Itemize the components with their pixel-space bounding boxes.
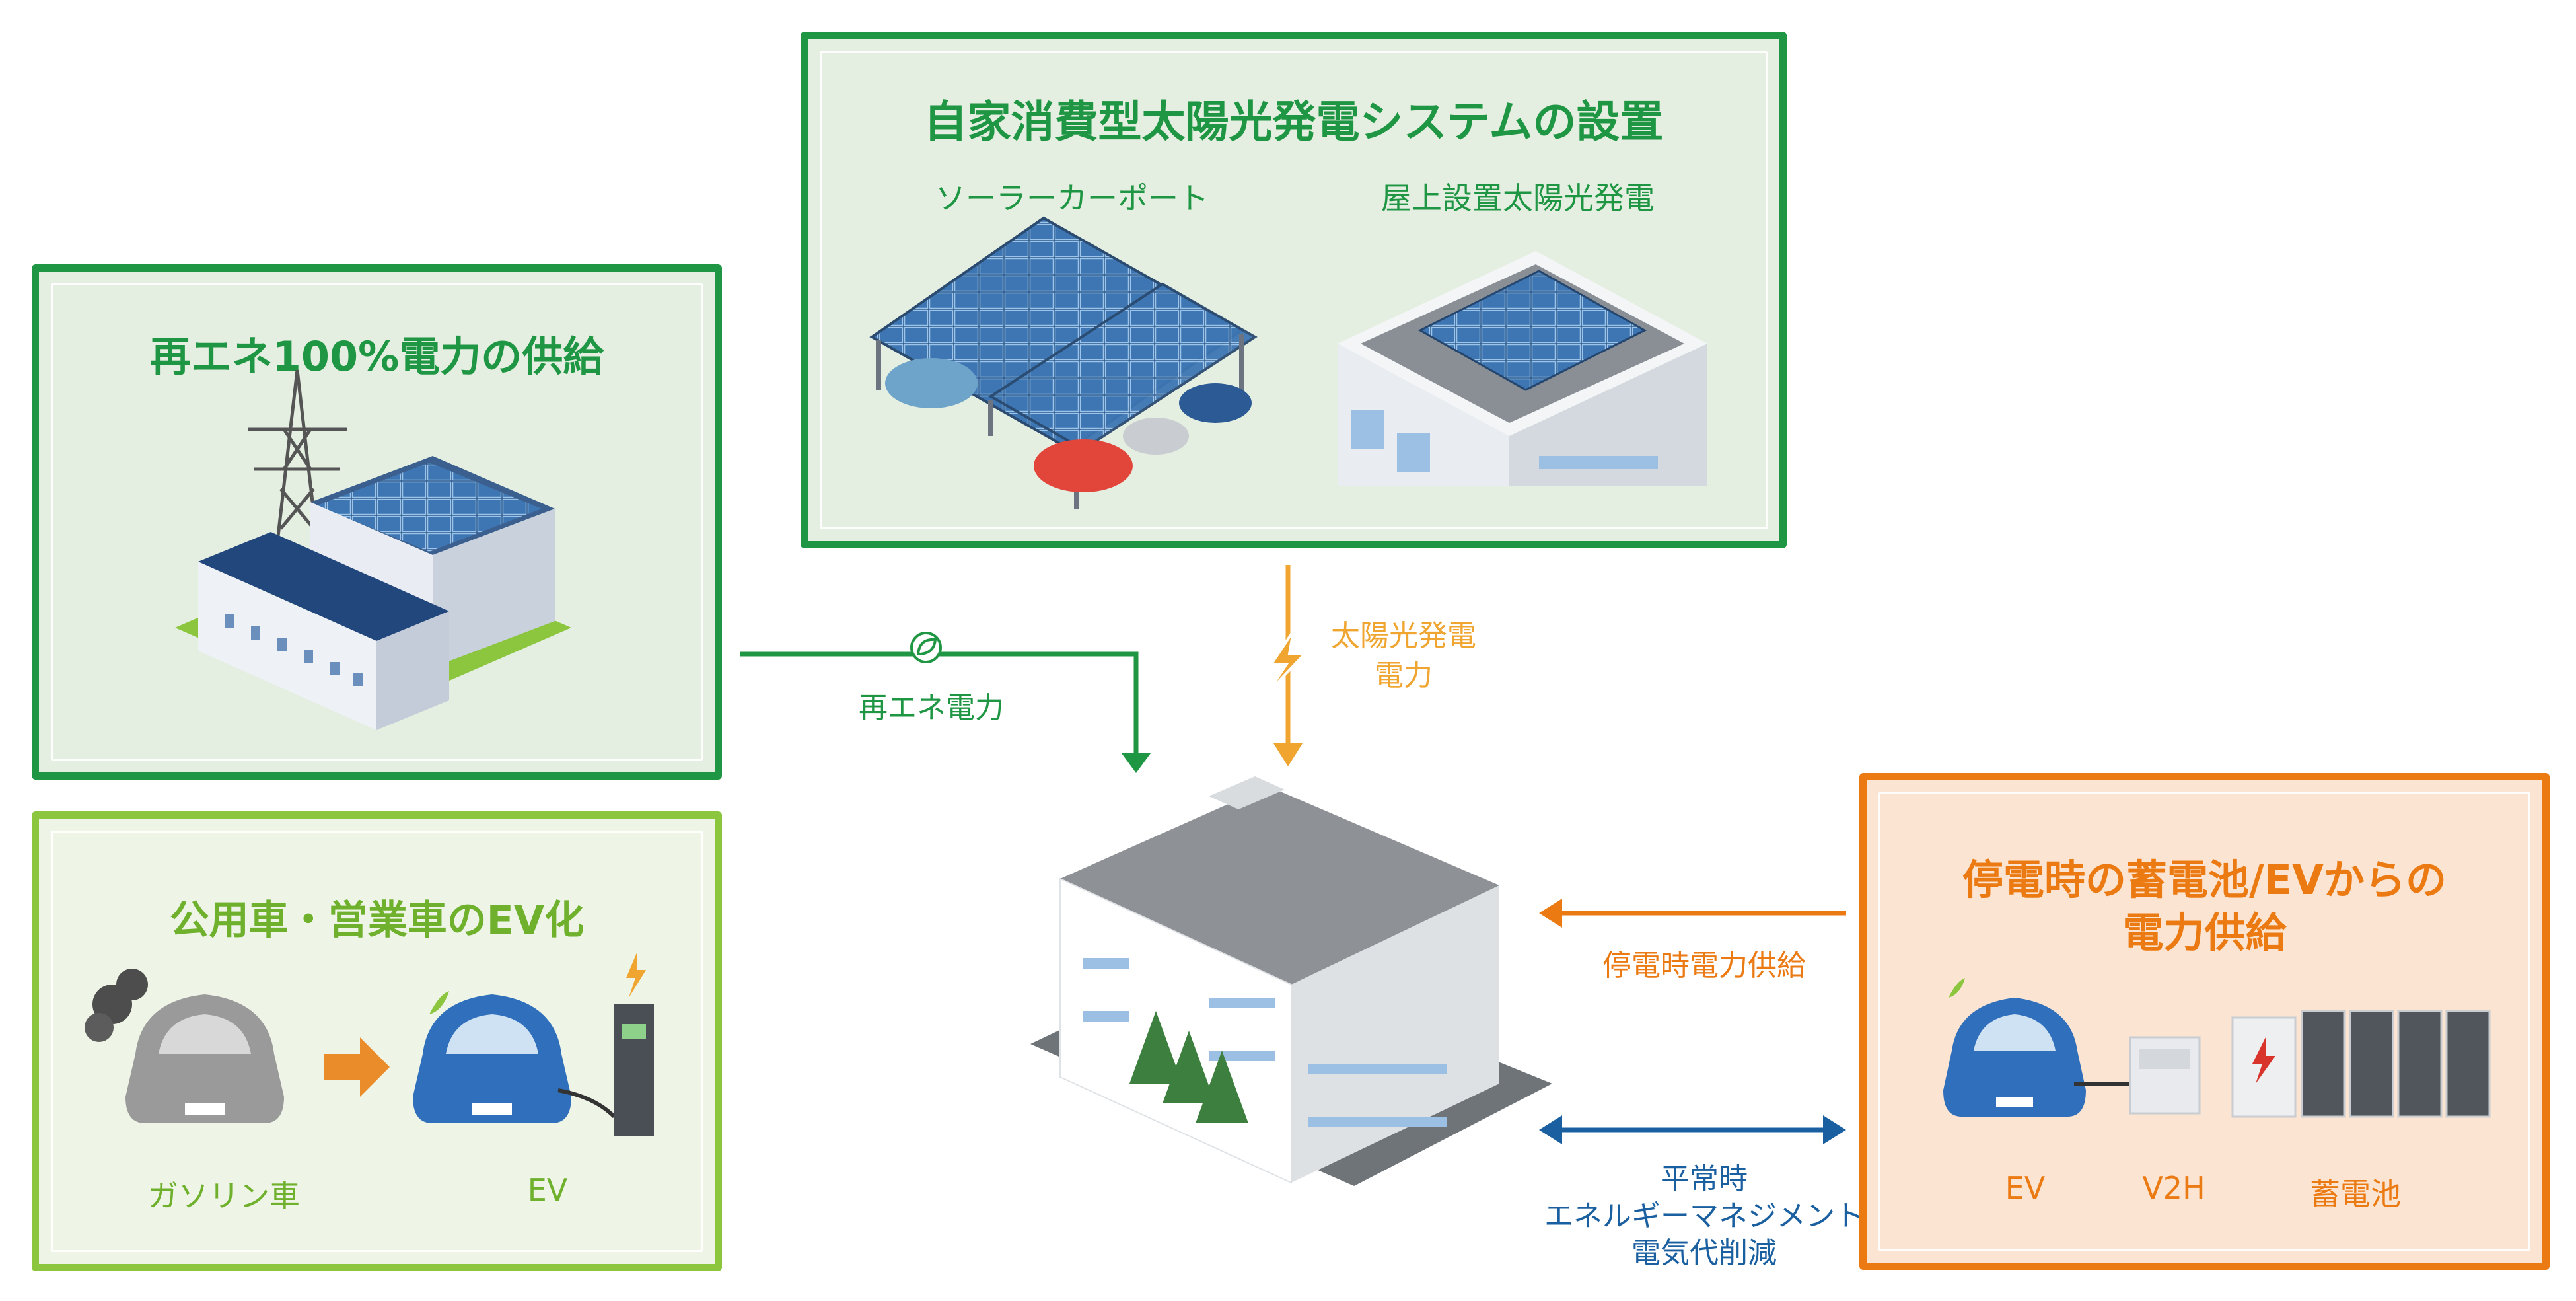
rooftop-solar-illustration — [1338, 251, 1707, 486]
normal-label-line2: エネルギーマネジメント — [1544, 1199, 1864, 1233]
conversion-arrow-icon — [324, 1037, 390, 1097]
car-icon — [885, 358, 978, 408]
power-pylon-icon — [248, 369, 347, 542]
tree-icon — [1129, 1011, 1248, 1123]
solar-carport-illustration — [869, 216, 1258, 509]
rooftop-label: 屋上設置太陽光発電 — [1381, 180, 1655, 216]
car-icon — [1179, 383, 1252, 423]
solar-panel-title: 自家消費型太陽光発電システムの設置 — [923, 96, 1664, 147]
battery-storage-illustration — [2231, 1010, 2491, 1118]
v2h-unit-illustration — [2129, 1036, 2201, 1115]
gasoline-car-label: ガソリン車 — [148, 1178, 300, 1214]
battery-label: 蓄電池 — [2310, 1176, 2401, 1212]
renewable-power-label: 再エネ電力 — [859, 691, 1004, 725]
car-icon — [1034, 439, 1133, 492]
solar-power-label-line2: 電力 — [1375, 659, 1433, 692]
office-building-illustration — [1030, 776, 1552, 1186]
ev-car-label: EV — [527, 1172, 568, 1208]
carport-label: ソーラーカーポート — [935, 180, 1209, 216]
outage-supply-label: 停電時電力供給 — [1602, 949, 1806, 983]
backup-ev-illustration — [1943, 978, 2130, 1117]
normal-label-line3: 電気代削減 — [1631, 1236, 1777, 1270]
v2h-label: V2H — [2142, 1170, 2205, 1206]
car-icon — [1123, 418, 1189, 455]
solar-power-label-line1: 太陽光発電 — [1331, 619, 1476, 653]
renewable-panel-title: 再エネ100%電力の供給 — [149, 332, 604, 381]
ev-fleet-panel-title: 公用車・営業車のEV化 — [169, 897, 585, 944]
renewable-power-arrow — [740, 651, 1139, 753]
normal-label-line1: 平常時 — [1661, 1162, 1748, 1196]
factory-illustration — [175, 369, 571, 730]
lightning-icon — [626, 951, 646, 998]
ev-car-illustration — [413, 951, 654, 1136]
lightning-icon — [1266, 630, 1308, 695]
backup-ev-label: EV — [2005, 1170, 2046, 1206]
backup-panel-title-line2: 電力供給 — [2122, 909, 2287, 957]
backup-panel-title-line1: 停電時の蓄電池/EVからの — [1962, 856, 2447, 904]
gasoline-car-illustration — [85, 969, 284, 1123]
leaf-icon — [910, 632, 942, 663]
